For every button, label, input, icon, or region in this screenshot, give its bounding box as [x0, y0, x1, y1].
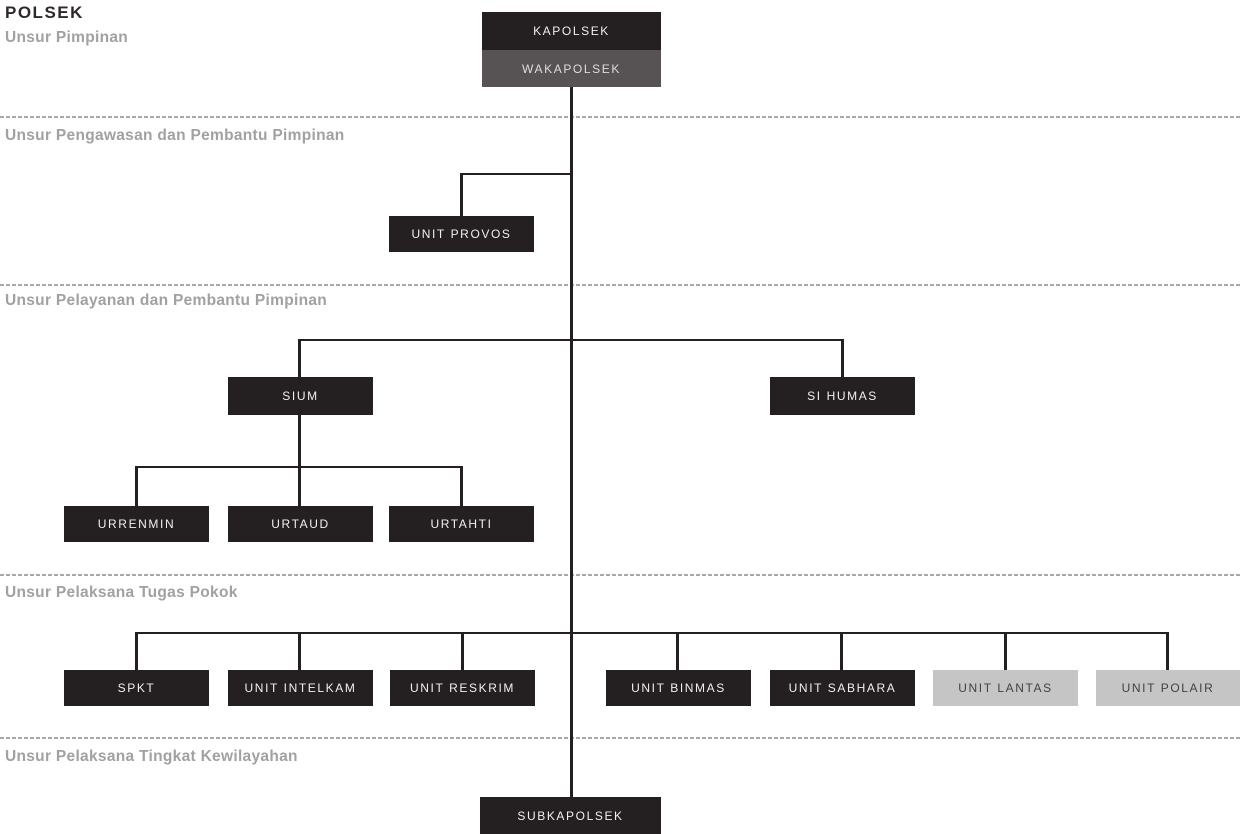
node-unit-reskrim: UNIT RESKRIM — [390, 670, 535, 706]
connector-sium-stub — [298, 415, 301, 468]
node-unit-provos: UNIT PROVOS — [389, 216, 534, 252]
connector-intelkam-drop — [298, 632, 301, 671]
node-si-humas: SI HUMAS — [770, 377, 915, 415]
node-spkt: SPKT — [64, 670, 209, 706]
connector-reskrim-drop — [461, 632, 464, 671]
node-unit-polair: UNIT POLAIR — [1096, 670, 1240, 706]
connector-provos-horizontal — [460, 173, 573, 175]
node-urrenmin: URRENMIN — [64, 506, 209, 542]
section-label-tugas-pokok: Unsur Pelaksana Tugas Pokok — [5, 584, 238, 601]
node-sium: SIUM — [228, 377, 373, 415]
connector-urtaud-drop — [298, 466, 301, 507]
connector-sabhara-drop — [840, 632, 843, 671]
connector-lantas-drop — [1004, 632, 1007, 671]
connector-provos-drop — [460, 173, 463, 217]
section-label-pimpinan: Unsur Pimpinan — [5, 29, 129, 46]
connector-spkt-drop — [135, 632, 138, 671]
connector-sihumas-drop — [841, 339, 844, 378]
section-label-pelayanan: Unsur Pelayanan dan Pembantu Pimpinan — [5, 292, 328, 309]
section-divider-4 — [0, 737, 1240, 739]
connector-binmas-drop — [676, 632, 679, 671]
node-kapolsek: KAPOLSEK — [482, 12, 661, 50]
node-unit-sabhara: UNIT SABHARA — [770, 670, 915, 706]
node-wakapolsek: WAKAPOLSEK — [482, 50, 661, 87]
connector-main-trunk — [570, 87, 573, 798]
section-label-kewilayahan: Unsur Pelaksana Tingkat Kewilayahan — [5, 748, 298, 765]
connector-pokok-horizontal — [135, 632, 1169, 634]
section-label-pengawasan: Unsur Pengawasan dan Pembantu Pimpinan — [5, 127, 345, 144]
node-unit-intelkam: UNIT INTELKAM — [228, 670, 373, 706]
node-urtaud: URTAUD — [228, 506, 373, 542]
node-urtahti: URTAHTI — [389, 506, 534, 542]
connector-urrenmin-drop — [135, 466, 138, 507]
connector-urtahti-drop — [460, 466, 463, 507]
page-title: POLSEK — [5, 3, 84, 22]
node-unit-lantas: UNIT LANTAS — [933, 670, 1078, 706]
section-divider-3 — [0, 574, 1240, 576]
section-divider-1 — [0, 116, 1240, 118]
node-subkapolsek: SUBKAPOLSEK — [480, 797, 661, 834]
node-unit-binmas: UNIT BINMAS — [606, 670, 751, 706]
connector-polair-drop — [1166, 632, 1169, 671]
connector-pelayanan-horizontal — [298, 339, 844, 341]
connector-sium-drop — [298, 339, 301, 378]
section-divider-2 — [0, 284, 1240, 286]
